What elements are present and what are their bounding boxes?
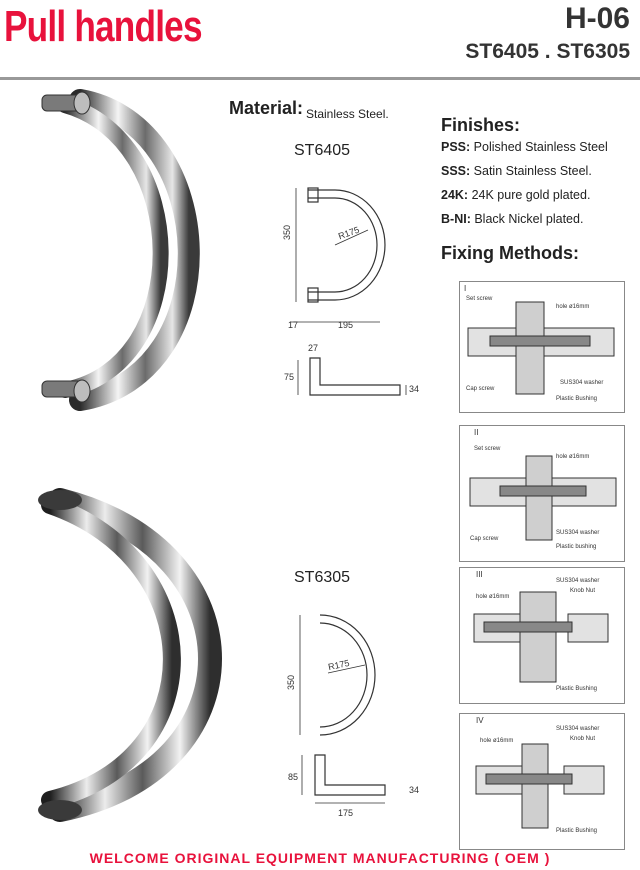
dim-side-st6405: 75 xyxy=(284,372,295,382)
finish-item: B-NI: Black Nickel plated. xyxy=(441,212,584,226)
model-label-st6405: ST6405 xyxy=(294,142,351,159)
handle-photo-st6405 xyxy=(41,89,200,411)
finishes-heading: Finishes: xyxy=(441,115,521,135)
model-label-st6305: ST6305 xyxy=(294,569,351,586)
drawing-st6405 xyxy=(290,187,407,396)
header-divider xyxy=(0,77,640,80)
fixing-method-4: IV SUS304 washer hole ø16mm Knob Nut Pla… xyxy=(459,713,625,850)
handle-photo-st6305 xyxy=(38,488,222,822)
finish-item: SSS: Satin Stainless Steel. xyxy=(441,164,592,178)
dim-depth-st6405: 34 xyxy=(409,384,420,394)
model-numbers: ST6405 . ST6305 xyxy=(465,40,630,63)
footer-oem-note: WELCOME ORIGINAL EQUIPMENT MANUFACTURING… xyxy=(89,850,551,866)
finish-item: 24K: 24K pure gold plated. xyxy=(441,188,591,202)
finish-item: PSS: Polished Stainless Steel xyxy=(441,140,608,154)
fixing-method-1: I Set screw hole ø16mm SUS304 washer Cap… xyxy=(459,281,625,413)
material-value: Stainless Steel. xyxy=(306,107,389,121)
dim-side-st6305: 85 xyxy=(288,772,299,782)
material-label: Material: xyxy=(229,98,304,118)
dim-height-st6405: 350 xyxy=(282,224,292,240)
fixing-heading: Fixing Methods: xyxy=(441,243,579,263)
product-code: H-06 xyxy=(564,2,630,35)
page-title: Pull handles xyxy=(4,2,203,51)
dim-top-st6405: 27 xyxy=(308,343,319,353)
fixing-method-2: II Set screw hole ø16mm SUS304 washer Ca… xyxy=(459,425,625,562)
dim-width-st6405: 195 xyxy=(338,320,354,330)
fixing-method-3: III SUS304 washer hole ø16mm Knob Nut Pl… xyxy=(459,567,625,704)
dim-width-st6305: 175 xyxy=(338,808,354,818)
dim-depth-st6305: 34 xyxy=(409,785,420,795)
drawing-st6305 xyxy=(299,614,386,804)
dim-offset-st6405: 17 xyxy=(288,320,299,330)
dim-height-st6305: 350 xyxy=(286,674,296,690)
